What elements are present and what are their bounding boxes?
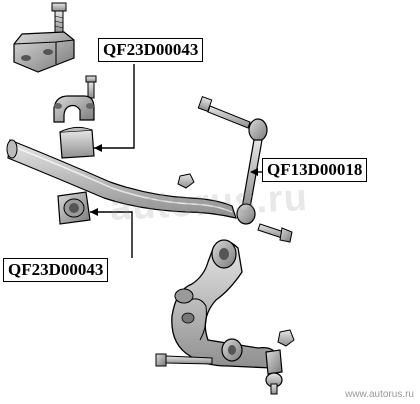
link-bolt-bottom: [257, 223, 293, 243]
part-label-bushing-top: QF23D00043: [98, 38, 204, 62]
arm-bolt: [155, 353, 213, 367]
source-url: www.autorus.ru: [345, 389, 414, 400]
arm-nut: [277, 329, 295, 347]
stabilizer-link: [236, 118, 268, 225]
small-nut: [177, 173, 195, 189]
leader-bottom: [90, 211, 133, 258]
mounting-bracket: [13, 31, 75, 73]
lower-bushing: [57, 191, 91, 225]
upper-rubber-bushing: [59, 126, 95, 159]
lower-control-arm: [171, 239, 277, 369]
stabilizer-bar: [6, 139, 237, 219]
leader-top: [94, 64, 135, 149]
part-label-stabilizer-link: QF13D00018: [262, 158, 368, 182]
top-bolt: [51, 2, 67, 34]
small-bolt: [85, 75, 97, 99]
ball-joint: [265, 349, 283, 395]
leader-lines: [90, 64, 262, 258]
part-label-bushing-bottom: QF23D00043: [3, 258, 109, 282]
link-bolt-top: [197, 96, 251, 129]
upper-bushing-clamp: [53, 95, 95, 123]
